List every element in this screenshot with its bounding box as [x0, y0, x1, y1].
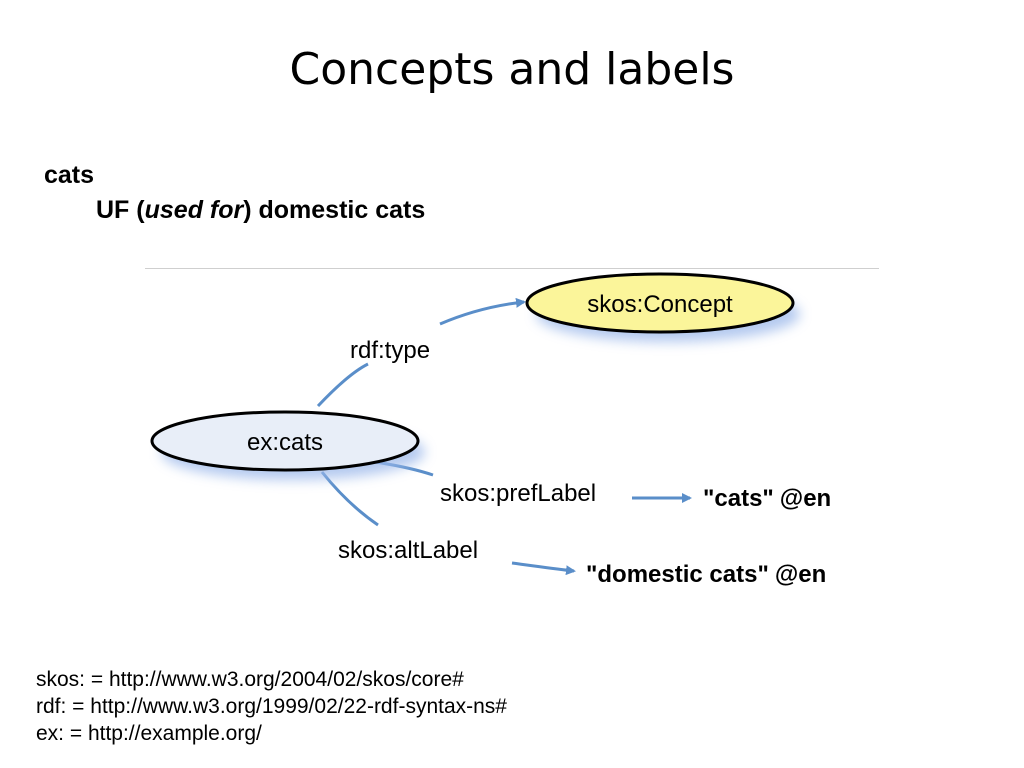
namespace-list: skos: = http://www.w3.org/2004/02/skos/c…: [36, 666, 507, 747]
edge-rdf-type-lower: [316, 362, 369, 408]
namespace-skos: skos: = http://www.w3.org/2004/02/skos/c…: [36, 668, 464, 691]
edge-label-altlabel: skos:altLabel: [338, 537, 478, 564]
literal-altlabel: "domestic cats"@en: [586, 561, 826, 588]
uf-italic: used for: [144, 196, 244, 224]
edge-altlabel-arrow: [511, 561, 576, 576]
edge-rdf-type-upper: [439, 297, 526, 326]
literal-preflabel-value: "cats": [703, 485, 774, 512]
edge-label-preflabel: skos:prefLabel: [440, 480, 596, 507]
edge-altlabel-lower: [320, 471, 379, 527]
divider-line: [145, 268, 879, 269]
used-for-line: UF (used for) domestic cats: [96, 196, 425, 225]
literal-altlabel-value: "domestic cats": [586, 561, 769, 588]
page-title: Concepts and labels: [289, 44, 735, 95]
literal-preflabel-lang: @en: [780, 485, 831, 512]
uf-prefix: UF (: [96, 196, 145, 224]
edge-label-rdf-type: rdf:type: [350, 337, 430, 364]
literal-altlabel-lang: @en: [775, 561, 826, 588]
preferred-term: cats: [44, 161, 95, 189]
uf-suffix: ) domestic cats: [243, 196, 426, 224]
namespace-ex: ex: = http://example.org/: [36, 722, 262, 745]
concept-node-label: skos:Concept: [587, 291, 733, 318]
concept-node: [525, 272, 795, 334]
namespace-rdf: rdf: = http://www.w3.org/1999/02/22-rdf-…: [36, 695, 507, 718]
subject-node: [150, 410, 420, 472]
literal-preflabel: "cats"@en: [703, 485, 831, 512]
subject-node-label: ex:cats: [247, 429, 323, 456]
